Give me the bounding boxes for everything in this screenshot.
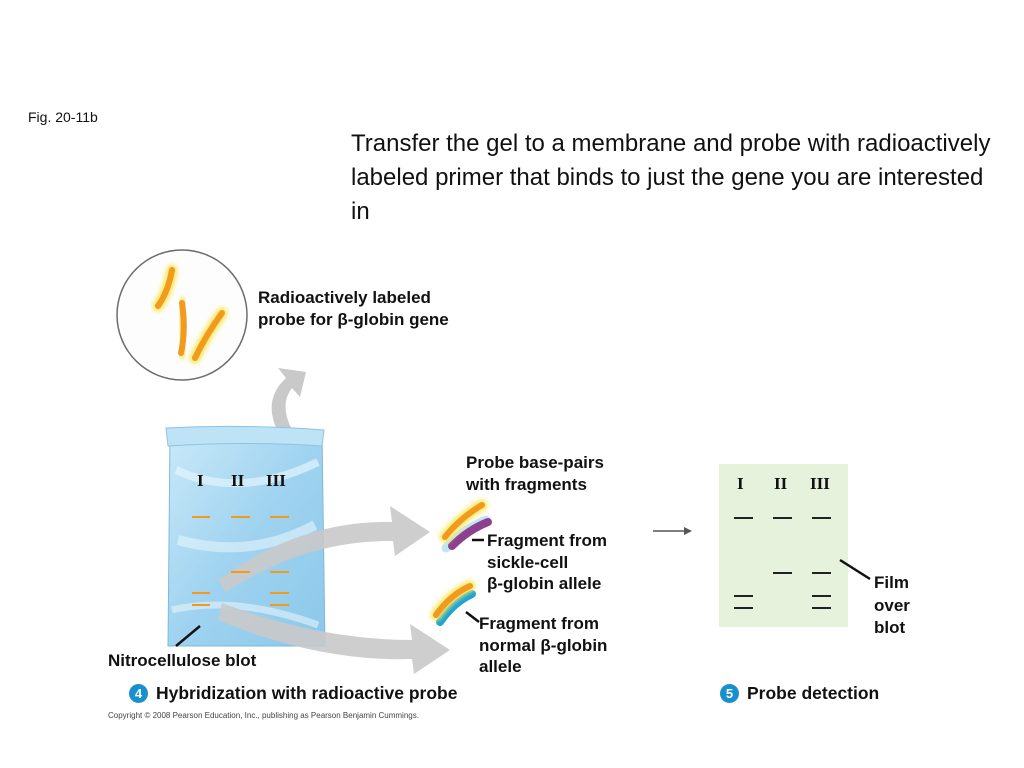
sickle-label-line: β-globin allele bbox=[487, 574, 602, 593]
probe-label-line: Radioactively labeled bbox=[258, 288, 431, 307]
probe-label-line: probe for β-globin gene bbox=[258, 309, 449, 329]
slide-heading: Transfer the gel to a membrane and probe… bbox=[351, 130, 991, 225]
arrow-to-film bbox=[653, 527, 692, 535]
probe-molecule bbox=[189, 307, 228, 364]
step-title: Hybridization with radioactive probe bbox=[156, 683, 458, 703]
normal-label-line: normal β-globin bbox=[479, 635, 608, 655]
basepair-label: Probe base-pairs with fragments bbox=[466, 452, 604, 495]
probe-label: Radioactively labeled probe for β-globin… bbox=[258, 287, 449, 330]
film-label: Film over blot bbox=[874, 572, 910, 640]
blot-label-pointer bbox=[175, 625, 201, 647]
film-label-line: blot bbox=[874, 618, 906, 637]
probe-molecule bbox=[175, 297, 190, 359]
nitrocellulose-blot-label: Nitrocellulose blot bbox=[108, 651, 257, 670]
probe-magnifier bbox=[116, 249, 248, 381]
blot-lane-label: I bbox=[197, 471, 204, 490]
film-lane-label: I bbox=[737, 474, 744, 493]
arrow-blot-to-normal-fragment bbox=[218, 603, 450, 674]
film-label-pointer bbox=[839, 558, 871, 581]
film bbox=[719, 464, 848, 627]
sickle-label-line: Fragment from bbox=[487, 531, 607, 550]
basepair-label-line: Probe base-pairs bbox=[466, 453, 604, 472]
step-number-badge: 5 bbox=[720, 684, 739, 703]
sickle-fragment-hybrid bbox=[439, 499, 492, 553]
sickle-fragment-label: Fragment from sickle-cell β-globin allel… bbox=[487, 530, 607, 595]
normal-label-line: Fragment from bbox=[479, 614, 599, 633]
step-title: Probe detection bbox=[747, 683, 880, 703]
blot-lane-label: II bbox=[231, 471, 245, 490]
step-probe-detection: 5 Probe detection bbox=[720, 683, 879, 704]
film-bands bbox=[734, 517, 831, 609]
normal-fragment-hybrid bbox=[430, 580, 476, 626]
blot-lane-label: III bbox=[266, 471, 286, 490]
film-lane-label: III bbox=[810, 474, 830, 493]
normal-label-pointer bbox=[465, 611, 480, 623]
normal-label-line: allele bbox=[479, 657, 522, 676]
step-number-badge: 4 bbox=[129, 684, 148, 703]
figure-label: Fig. 20-11b bbox=[28, 109, 98, 125]
arrow-blot-to-probe bbox=[271, 368, 306, 432]
sickle-label-line: sickle-cell bbox=[487, 552, 569, 572]
blot-bands bbox=[192, 516, 289, 606]
probe-molecule bbox=[152, 264, 178, 312]
normal-fragment-label: Fragment from normal β-globin allele bbox=[479, 613, 607, 678]
film-lane-label: II bbox=[774, 474, 788, 493]
film-label-line: Film bbox=[874, 573, 909, 592]
film-label-line: over bbox=[874, 595, 910, 615]
step-hybridization: 4 Hybridization with radioactive probe bbox=[129, 683, 457, 704]
arrow-blot-to-sickle-fragment bbox=[218, 506, 430, 592]
basepair-label-line: with fragments bbox=[466, 474, 587, 494]
copyright-notice: Copyright © 2008 Pearson Education, Inc.… bbox=[108, 711, 419, 720]
